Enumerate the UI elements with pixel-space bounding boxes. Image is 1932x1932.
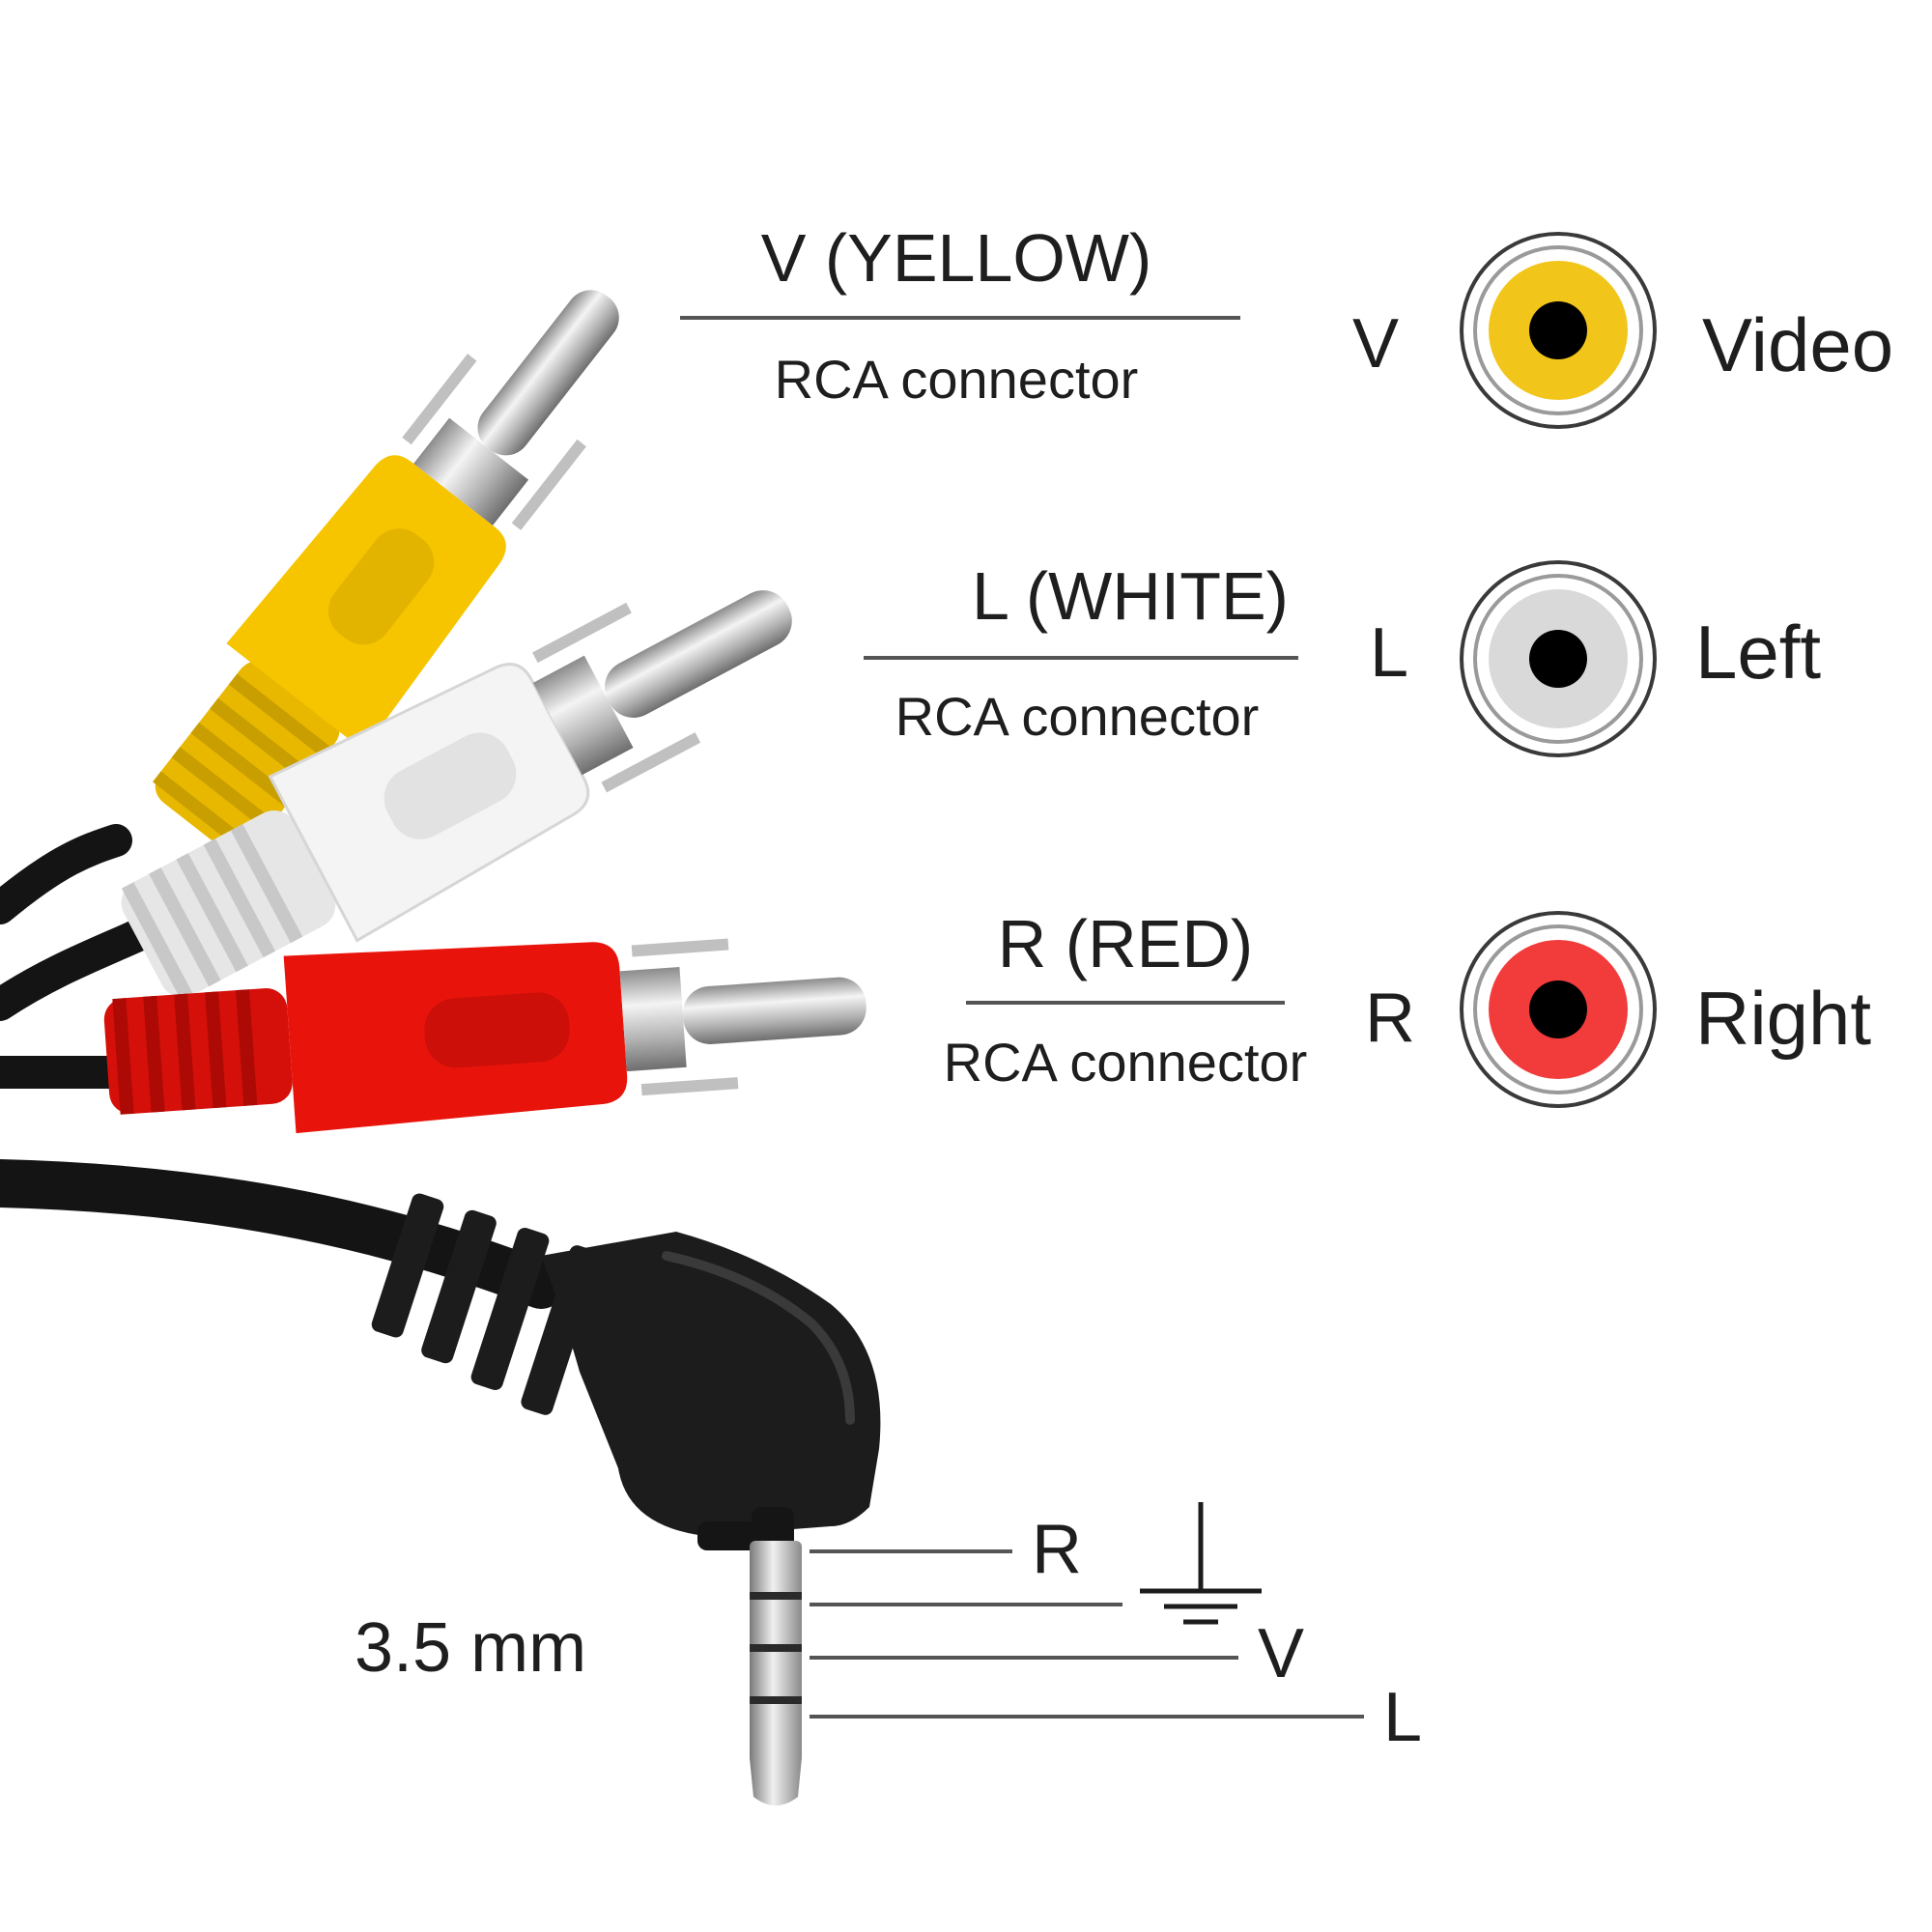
video-letter: V — [1352, 305, 1400, 383]
yellow-rca-plug — [153, 290, 619, 856]
video-meaning: Video — [1702, 302, 1894, 387]
right-caption: R (RED) — [997, 906, 1254, 981]
ground-symbol — [1140, 1502, 1262, 1625]
left-caption-rule — [864, 656, 1298, 660]
socket-icon-video — [1460, 232, 1657, 429]
right-letter: R — [1365, 980, 1415, 1057]
jack-pin-l: L — [1383, 1679, 1423, 1756]
left-letter: L — [1370, 614, 1409, 692]
white-rca-plug — [121, 590, 792, 1002]
left-meaning: Left — [1695, 610, 1822, 695]
black-3-5mm-plug — [371, 1193, 881, 1805]
video-type-label: RCA connector — [774, 349, 1139, 410]
red-rca-plug — [103, 938, 867, 1134]
video-caption: V (YELLOW) — [760, 220, 1152, 296]
jack-pin-r: R — [1032, 1511, 1082, 1588]
socket-icons — [1460, 232, 1657, 1108]
right-caption-rule — [966, 1001, 1285, 1005]
socket-icon-left — [1460, 560, 1657, 757]
jack-size-label: 3.5 mm — [355, 1609, 587, 1687]
right-meaning: Right — [1695, 976, 1872, 1061]
left-type-label: RCA connector — [895, 686, 1260, 747]
video-caption-rule — [680, 316, 1240, 320]
socket-icon-right — [1460, 911, 1657, 1108]
jack-leader-lines — [810, 1549, 1364, 1719]
jack-pin-v: V — [1258, 1615, 1305, 1692]
right-type-label: RCA connector — [943, 1032, 1308, 1093]
left-caption: L (WHITE) — [972, 558, 1289, 634]
